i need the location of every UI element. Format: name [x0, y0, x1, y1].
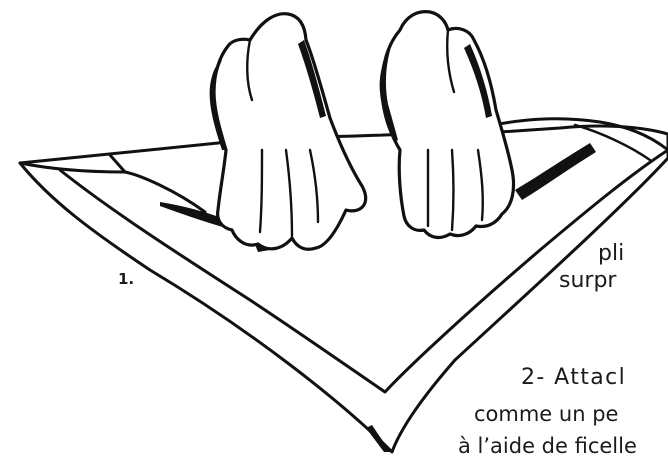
text-fragment-5: à l’aide de ficelle — [458, 434, 637, 458]
left-hand-icon — [214, 14, 366, 250]
text-fragment-3: 2- Attacl — [521, 365, 626, 390]
text-fragment-4: comme un pe — [474, 402, 618, 426]
text-fragment-1: pli — [598, 241, 624, 266]
text-fragment-2: surpr — [559, 268, 616, 293]
figure-number: 1. — [118, 270, 134, 288]
right-hand-icon — [382, 12, 514, 238]
